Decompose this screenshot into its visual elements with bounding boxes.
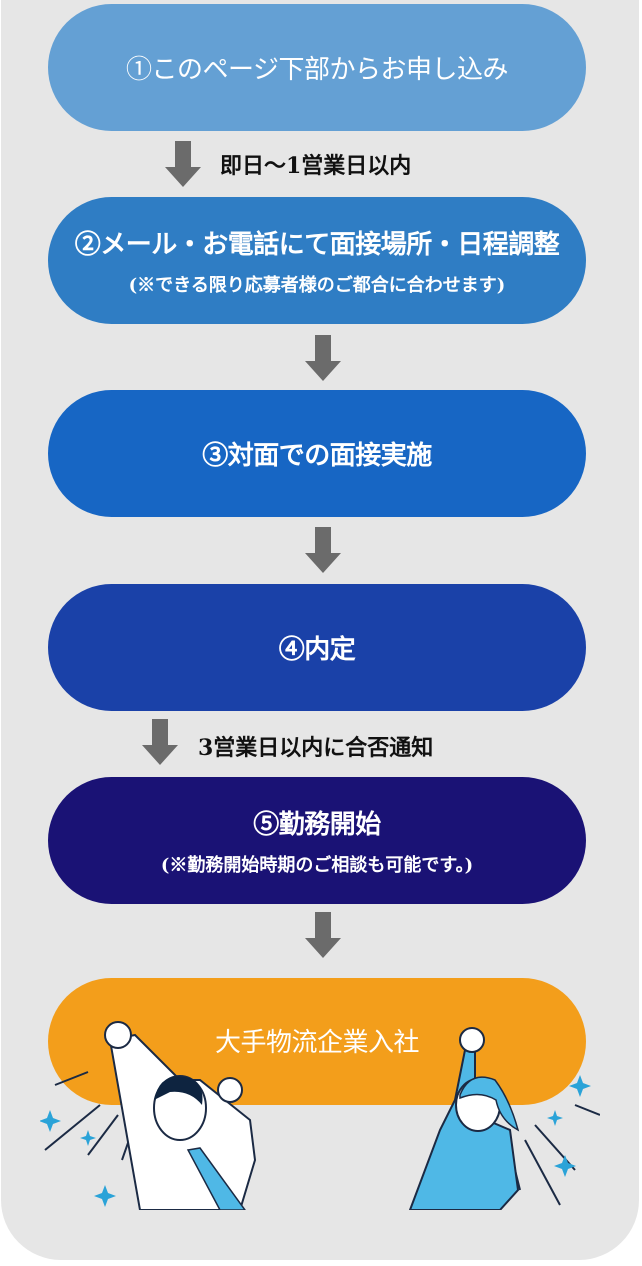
step-subtitle: (※勤務開始時期のご相談も可能です。): [160, 855, 474, 876]
down-arrow-icon: [305, 335, 341, 381]
step-4-offer: ④内定: [48, 584, 586, 711]
step-title: 大手物流企業入社: [214, 1028, 420, 1058]
celebrating-man-illustration: [40, 1021, 257, 1210]
celebrating-woman-illustration: [408, 1027, 600, 1210]
timing-note: 即日〜1営業日以内: [220, 153, 412, 179]
down-arrow-icon: [305, 912, 341, 958]
down-arrow-icon: [305, 527, 341, 573]
step-title: ⑤勤務開始: [253, 810, 381, 840]
step-2-schedule: ②メール・お電話にて面接場所・日程調整 (※できる限り応募者様のご都合に合わせます…: [48, 197, 586, 324]
step-5-start: ⑤勤務開始 (※勤務開始時期のご相談も可能です。): [48, 777, 586, 904]
timing-note: 3営業日以内に合否通知: [198, 735, 434, 761]
down-arrow-icon: [165, 141, 201, 187]
step-1-apply: ①このページ下部からお申し込み: [48, 4, 586, 131]
step-title: ②メール・お電話にて面接場所・日程調整: [74, 230, 560, 260]
down-arrow-icon: [142, 719, 178, 765]
step-subtitle: (※できる限り応募者様のご都合に合わせます): [128, 275, 506, 296]
step-title: ①このページ下部からお申し込み: [126, 55, 508, 85]
step-title: ③対面での面接実施: [202, 441, 432, 471]
step-3-interview: ③対面での面接実施: [48, 390, 586, 517]
step-title: ④内定: [278, 635, 356, 665]
